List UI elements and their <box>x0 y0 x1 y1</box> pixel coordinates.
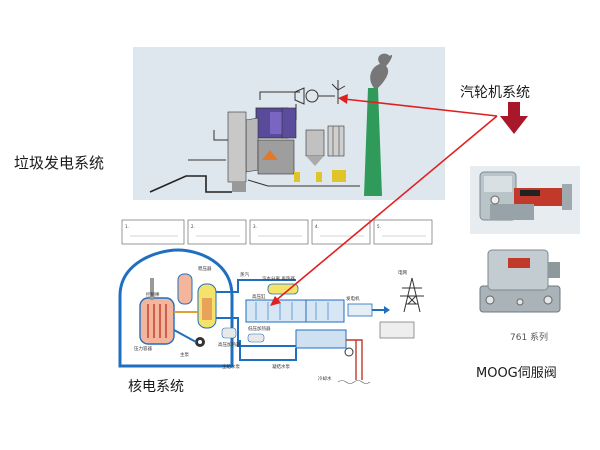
step-4-label: 4. <box>315 224 319 229</box>
connector-arrows <box>270 94 498 306</box>
pressure-vessel-label: 压力容器 <box>134 345 152 352</box>
step-3-label: 3. <box>253 224 257 229</box>
wind-turbine-icon <box>331 80 346 104</box>
high-pressure-cylinder-label: 高压缸 <box>252 293 266 300</box>
smoke-plume <box>370 53 393 88</box>
step-1-label: 1. <box>125 224 129 229</box>
cooling-water-label: 冷却水 <box>318 375 332 382</box>
step-2-label: 2. <box>191 224 195 229</box>
step-5-label: 5. <box>377 224 381 229</box>
main-feed-pump-label: 主给水泵 <box>222 363 240 370</box>
waste-plant-diagram <box>133 47 445 200</box>
control-rod-label: 控制棒 <box>146 291 160 298</box>
series-761-label: 761 系列 <box>510 333 549 343</box>
primary-pump-label: 主泵 <box>180 351 189 358</box>
down-arrow-icon <box>500 102 528 134</box>
moog-servo-valve-label: MOOG伺服阀 <box>476 366 557 381</box>
steam-separator-label: 汽水分离 再热器 <box>262 275 295 282</box>
servo-valve-photo-2 <box>468 240 580 350</box>
chimney <box>364 88 382 196</box>
step-boxes: 1. 2. 3. 4. 5. <box>121 219 433 245</box>
high-pressure-heater-label: 高压加热器 <box>218 341 241 348</box>
generator-label: 发电机 <box>346 295 360 302</box>
nuclear-power-system-label: 核电系统 <box>128 379 184 395</box>
steam-label: 蒸汽 <box>240 271 249 278</box>
turbine-system-label: 汽轮机系统 <box>460 85 530 101</box>
servo-valve-photo-1 <box>470 166 580 234</box>
waste-power-system-label: 垃圾发电系统 <box>14 154 105 172</box>
grid-label: 电网 <box>398 269 407 276</box>
condensate-pump-label: 凝结水泵 <box>272 363 290 370</box>
low-pressure-heater-label: 低压加热器 <box>248 325 271 332</box>
nuclear-plant-diagram: 1. 2. 3. 4. 5. <box>118 219 433 384</box>
power-tower-icon <box>400 277 424 313</box>
pressurizer-label: 稳压器 <box>198 265 212 272</box>
